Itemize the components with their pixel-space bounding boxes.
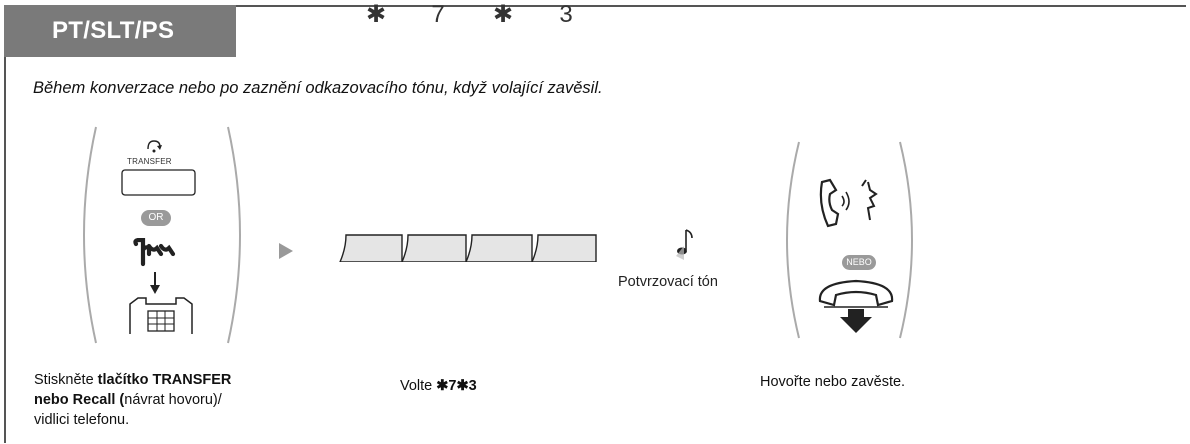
step1-text-bold-recall: nebo Recall ( xyxy=(34,392,125,408)
transfer-button[interactable] xyxy=(121,168,197,198)
nebo-badge: NEBO xyxy=(842,255,876,270)
key-3-label: 3 xyxy=(559,1,573,28)
hang-up-icon[interactable] xyxy=(816,275,896,335)
key-sequence xyxy=(339,234,597,262)
confirmation-tone-label: Potvrzovací tón xyxy=(618,274,718,290)
step1-text-prefix: Stiskněte xyxy=(34,372,98,388)
talk-handset-icon xyxy=(819,178,878,228)
key-star-2[interactable] xyxy=(465,234,533,262)
hand-icon xyxy=(133,238,176,267)
phone-type-title: PT/SLT/PS xyxy=(52,17,175,44)
left-paren-close xyxy=(227,126,241,344)
step2-instruction: Volte ✱7✱3 xyxy=(400,376,477,396)
key-star-2-label: ✱ xyxy=(492,1,514,28)
step1-instruction: Stiskněte tlačítko TRANSFER nebo Recall … xyxy=(34,370,314,430)
key-7-label: 7 xyxy=(431,1,445,28)
down-arrow-icon xyxy=(150,272,160,294)
right-paren-open xyxy=(786,141,800,339)
phone-type-tab: PT/SLT/PS xyxy=(4,5,236,57)
condition-text: Během konverzace nebo po zaznění odkazov… xyxy=(33,79,603,97)
transfer-key-caption: TRANSFER xyxy=(127,157,172,166)
step2-text-prefix: Volte xyxy=(400,378,437,394)
transfer-icon xyxy=(147,140,162,153)
hookswitch-icon[interactable] xyxy=(128,294,194,336)
step1-text-bold-transfer: tlačítko TRANSFER xyxy=(97,372,232,388)
key-7[interactable] xyxy=(401,234,467,262)
step1-text-recall-note: návrat hovoru)/ xyxy=(124,392,222,408)
right-paren-close xyxy=(899,141,913,339)
step-arrow-icon xyxy=(279,243,293,259)
or-badge: OR xyxy=(141,210,171,226)
left-paren-open xyxy=(83,126,97,344)
key-star-1-label: ✱ xyxy=(365,1,387,28)
step3-instruction: Hovořte nebo zavěste. xyxy=(760,374,906,390)
step1-text-hookswitch: vidlici telefonu. xyxy=(34,412,130,428)
step2-code: ✱7✱3 xyxy=(436,378,477,394)
key-3[interactable] xyxy=(531,234,597,262)
music-note-icon xyxy=(676,229,693,260)
procedure-frame xyxy=(4,5,1186,443)
key-star-1[interactable] xyxy=(339,234,403,262)
